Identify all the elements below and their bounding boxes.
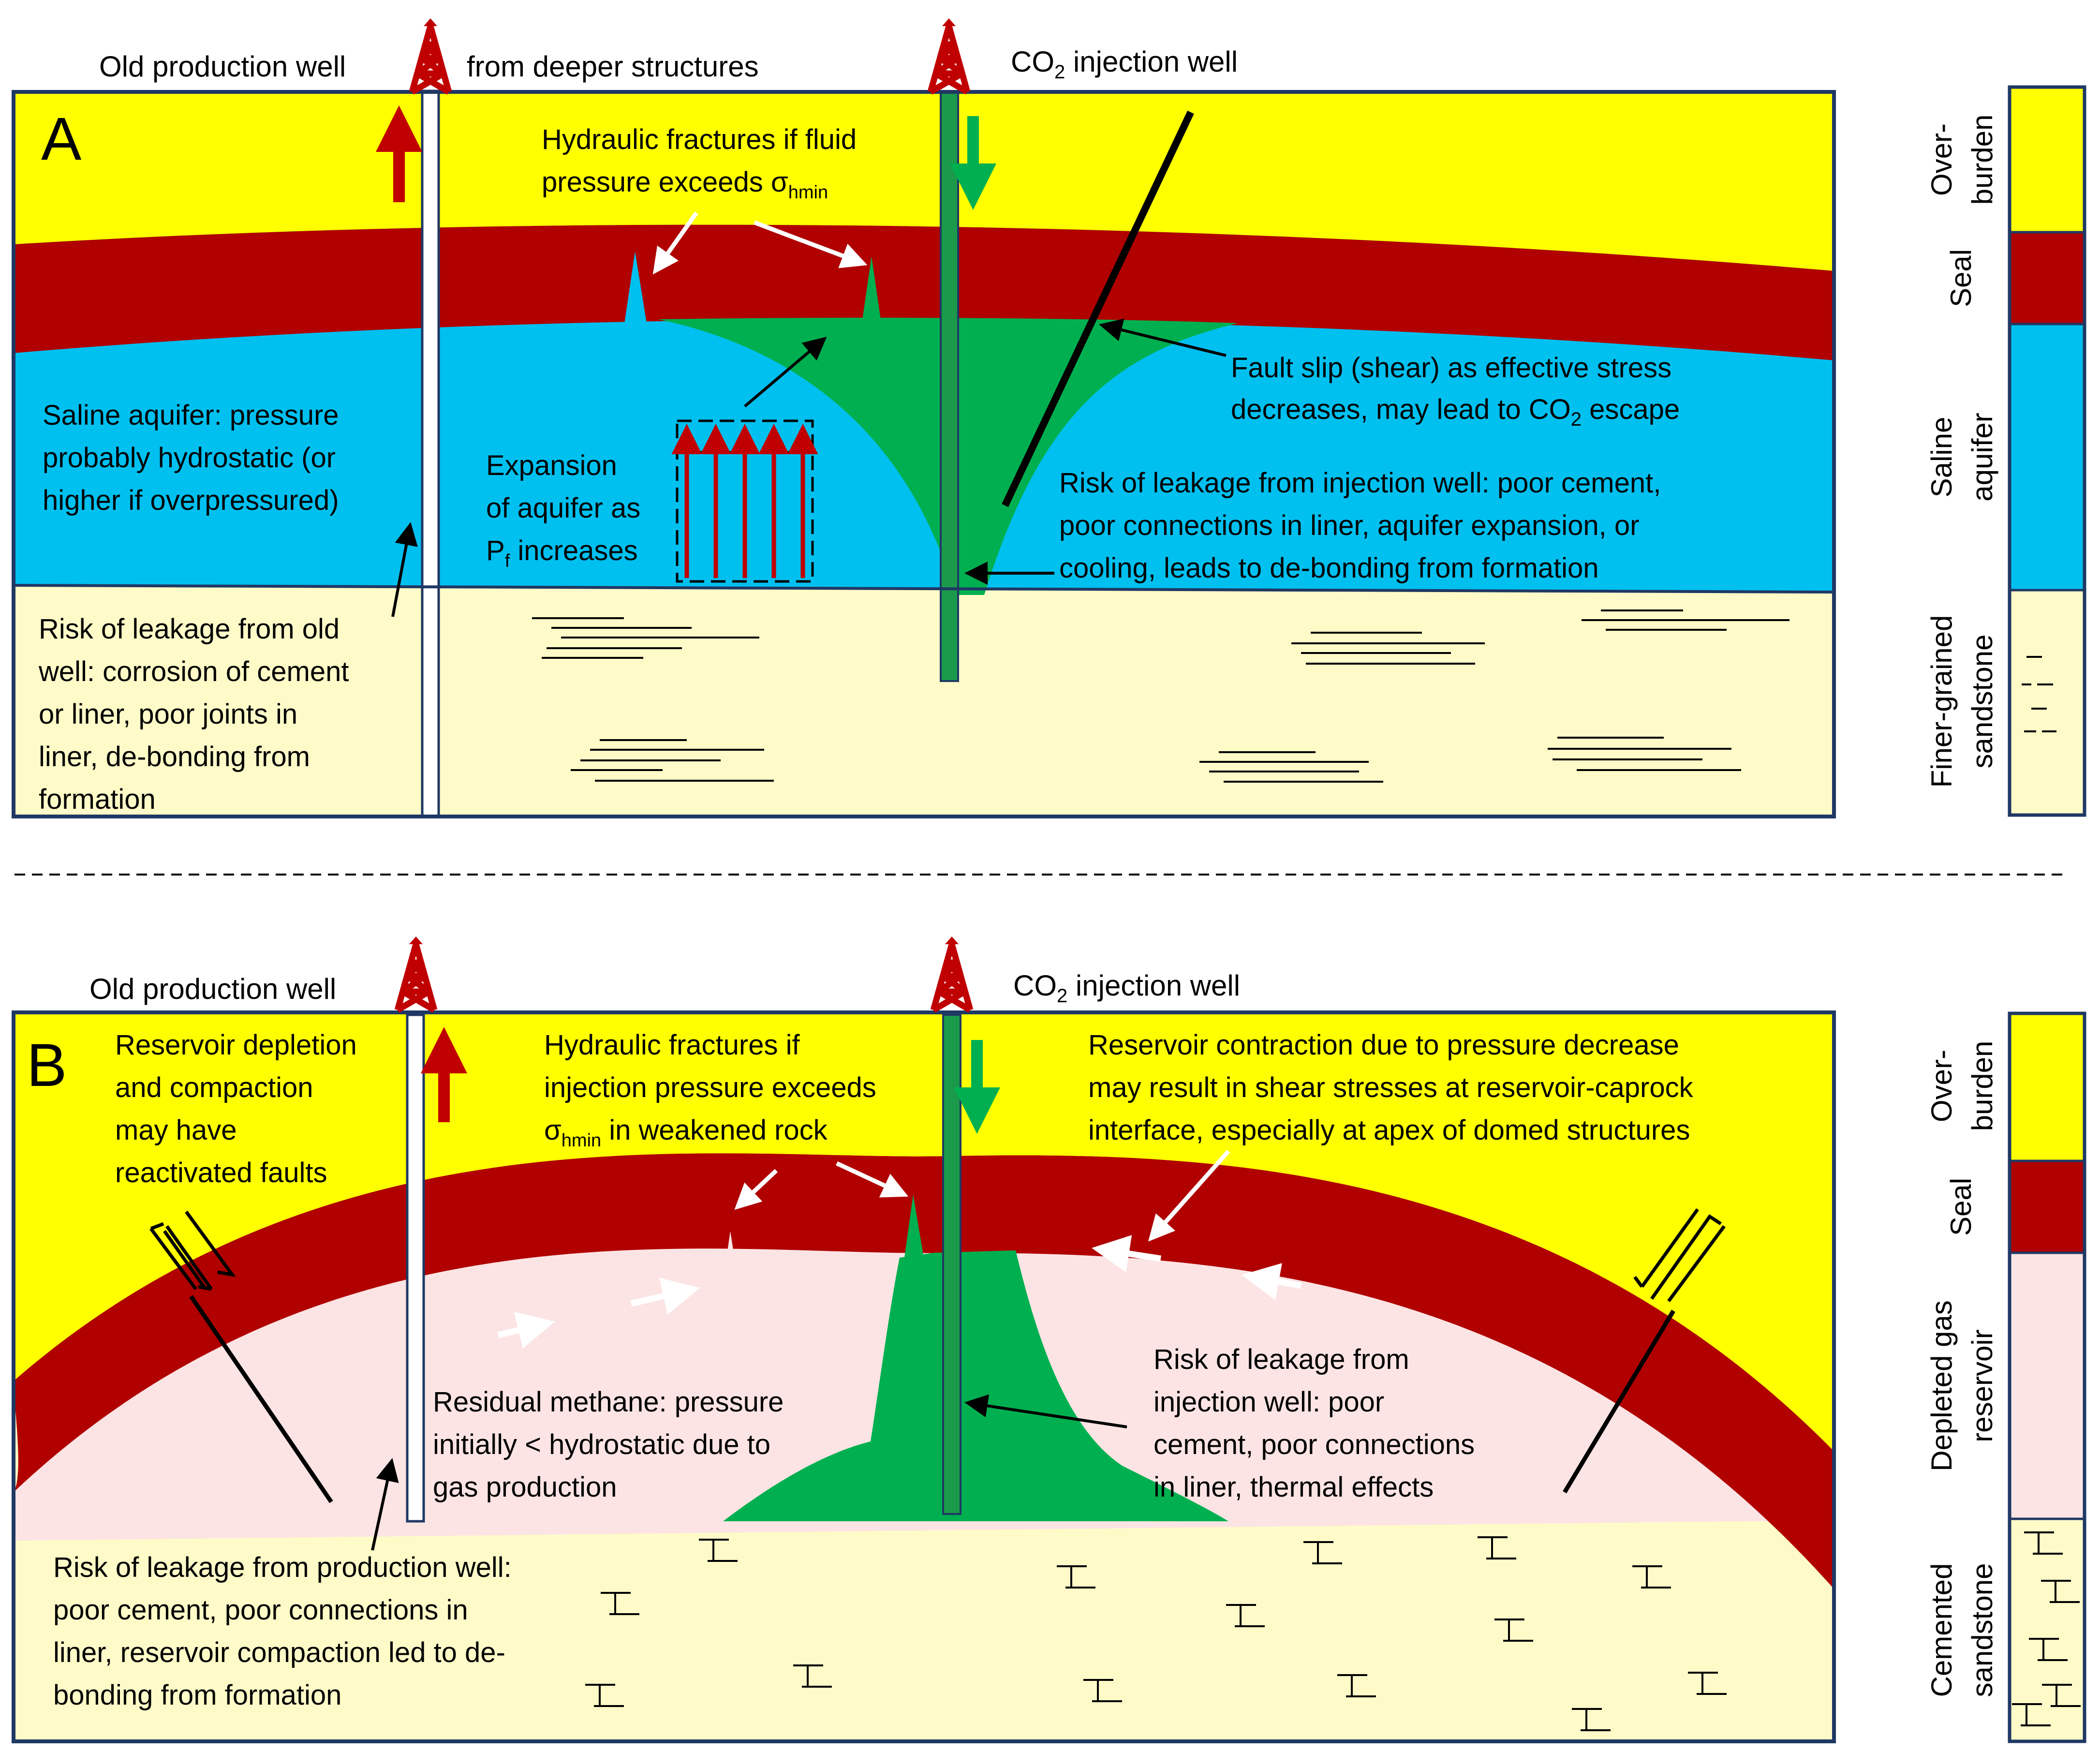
pointer-arrow-icon	[391, 522, 418, 617]
derrick-icon	[931, 18, 967, 92]
sandstone-dashes-a	[532, 609, 1789, 783]
reservoir-contraction-label: Reservoir contraction due to pressure de…	[1088, 1029, 1701, 1146]
saline-aquifer-label: Saline aquifer: pressure probably hydros…	[43, 400, 347, 516]
expansion-label: Expansion of aquifer as Pf increases	[486, 450, 648, 571]
old-production-well-label-a: Old production well	[99, 50, 346, 83]
injection-well-risk-label-a: Risk of leakage from injection well: poo…	[1059, 467, 1669, 584]
fault-line-a	[1002, 110, 1194, 507]
panel-a-letter: A	[41, 105, 82, 173]
hydraulic-fracture-right-b	[904, 1195, 924, 1258]
pointer-arrow-icon	[744, 337, 827, 408]
legend-frame-b	[2008, 1011, 2086, 1743]
pointer-arrow-icon	[652, 211, 698, 275]
fault-slip-label: Fault slip (shear) as effective stress d…	[1231, 352, 1680, 430]
co2-injection-well-label-b: CO2 injection well	[1013, 969, 1240, 1007]
aquifer-boundary-a	[13, 584, 1834, 594]
panel-a: A Old production well from deeper struct…	[12, 18, 1836, 818]
legend-overburden-label-b: Over-burden	[1925, 1041, 1998, 1131]
panel-b: B Old production well CO2 injection well…	[12, 936, 1836, 1743]
legend-seal-swatch	[2010, 1161, 2085, 1253]
overburden-layer-a	[14, 92, 1834, 271]
pointer-arrow-icon	[1099, 318, 1227, 357]
old-production-well-label-b: Old production well	[89, 973, 336, 1005]
shear-arrow-icon	[1092, 1235, 1161, 1273]
legend-sandstone-swatch	[2010, 590, 2085, 815]
depletion-label: Reservoir depletion and compaction may h…	[115, 1029, 365, 1188]
co2-injection-well-b	[942, 1014, 961, 1515]
old-well-risk-label: Risk of leakage from old well: corrosion…	[38, 613, 357, 815]
legend-aquifer-swatch	[2010, 324, 2085, 590]
fault-left-b	[149, 1210, 333, 1503]
pointer-arrow-icon	[754, 220, 868, 268]
expansion-arrows-icon	[671, 419, 818, 583]
derrick-icon	[933, 936, 970, 1010]
hydraulic-fracture-left-a	[624, 252, 647, 327]
hydraulic-fracture-left-b	[721, 1231, 740, 1299]
legend-cemented-sandstone-swatch	[2010, 1519, 2085, 1741]
frame-a	[12, 90, 1836, 818]
legend-overburden-swatch	[2010, 87, 2085, 232]
co2-injection-well-a	[940, 90, 959, 682]
hydraulic-fractures-label-a: Hydraulic fractures if fluid pressure ex…	[542, 124, 864, 203]
seal-layer-b	[14, 1153, 1834, 1589]
fault-right-b	[1563, 1208, 1726, 1494]
old-production-well-b	[406, 1013, 425, 1523]
deeper-structures-label: from deeper structures	[467, 50, 759, 83]
legend-seal-label-a: Seal	[1945, 249, 1977, 307]
production-well-risk-label: Risk of leakage from production well: po…	[53, 1552, 519, 1711]
legend-reservoir-swatch	[2010, 1253, 2085, 1519]
legend-overburden-swatch	[2010, 1013, 2085, 1161]
legend-overburden-label-a: Over-burden	[1925, 115, 1998, 205]
injection-well-risk-label-b: Risk of leakage from injection well: poo…	[1154, 1344, 1482, 1503]
pointer-arrow-icon	[836, 1161, 909, 1198]
pointer-arrow-icon	[734, 1169, 778, 1210]
hydraulic-fracture-right-a	[862, 256, 881, 323]
pointer-arrow-icon	[1148, 1150, 1230, 1242]
pointer-arrow-icon	[964, 1394, 1127, 1428]
shear-arrow-icon	[1242, 1263, 1302, 1300]
legend-seal-label-b: Seal	[1945, 1178, 1977, 1236]
legend-seal-swatch	[2010, 232, 2085, 324]
residual-methane-label: Residual methane: pressure initially < h…	[433, 1386, 792, 1503]
seal-layer-a	[14, 224, 1834, 360]
hydraulic-fractures-label-b: Hydraulic fractures if injection pressur…	[544, 1029, 884, 1151]
co2-plume-b	[723, 1250, 1228, 1521]
shear-arrow-icon	[630, 1277, 700, 1315]
legend-sandstone-dashes	[2022, 656, 2056, 732]
shear-arrow-icon	[497, 1312, 555, 1349]
old-production-well-a	[421, 89, 440, 818]
panel-b-letter: B	[27, 1032, 67, 1099]
legend-frame-a	[2008, 85, 2086, 817]
frame-b	[12, 1010, 1836, 1743]
co2-injection-well-label-a: CO2 injection well	[1011, 45, 1238, 83]
pointer-arrow-icon	[371, 1458, 399, 1551]
overburden-layer-b	[14, 1012, 1834, 1451]
derrick-icon	[398, 936, 434, 1010]
derrick-icon	[412, 18, 449, 92]
